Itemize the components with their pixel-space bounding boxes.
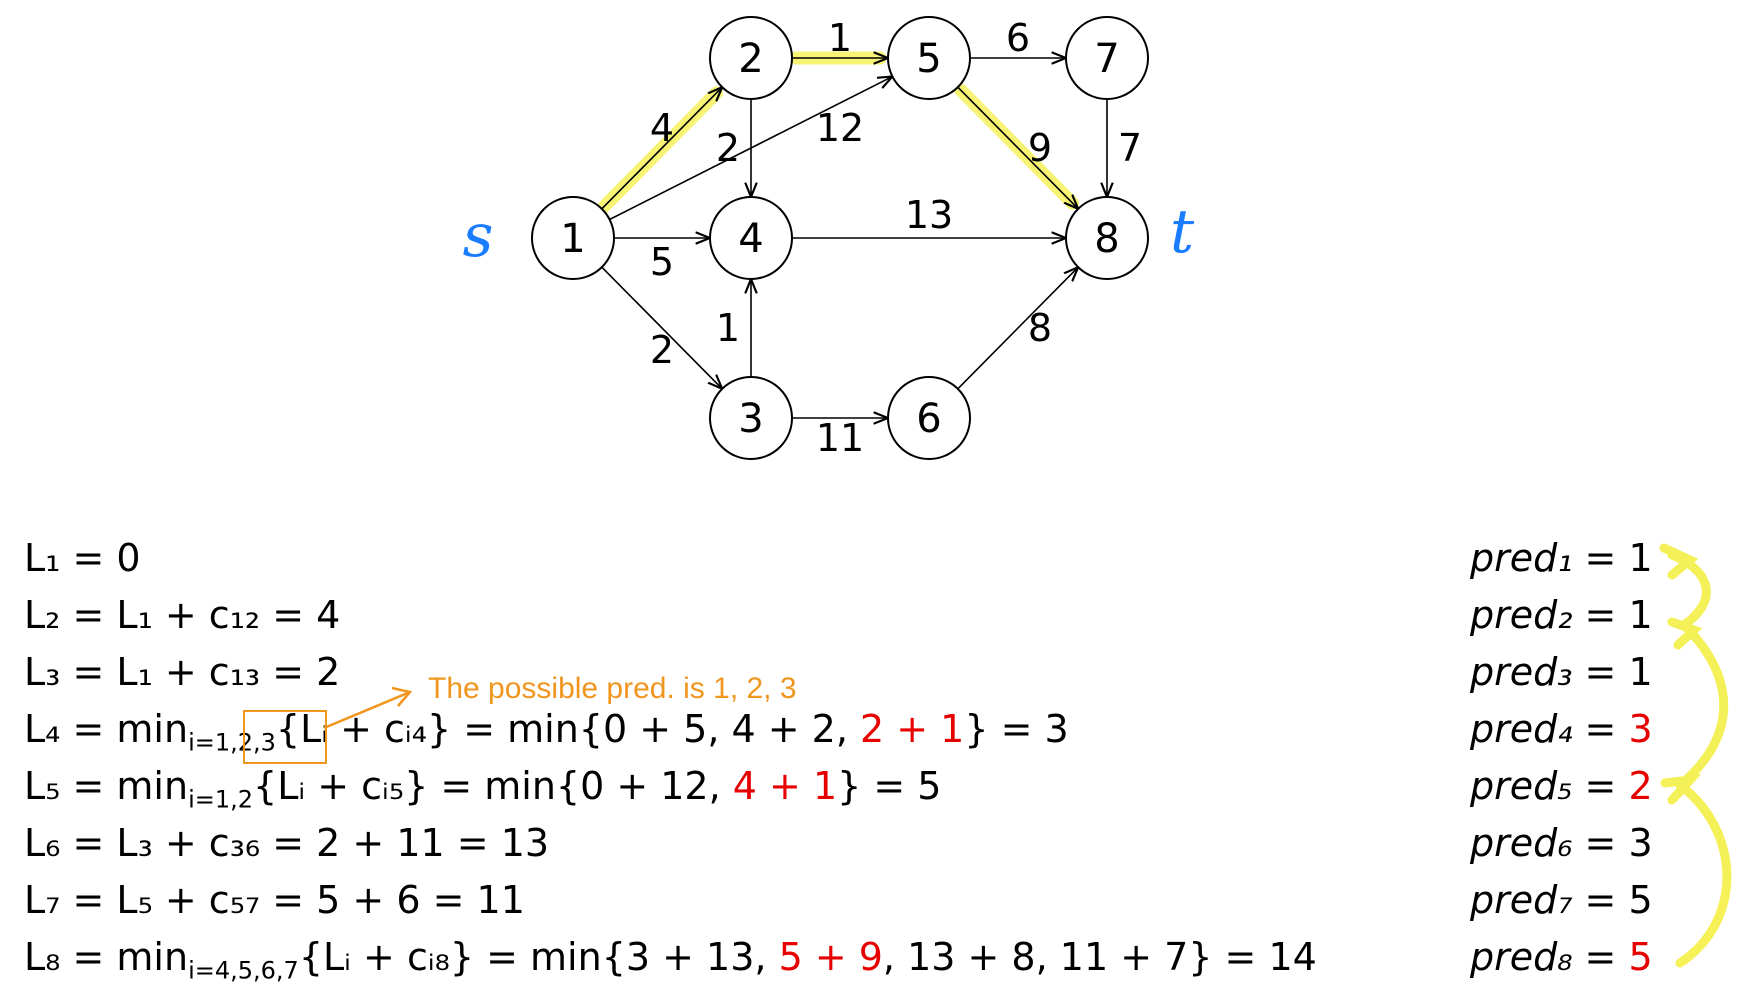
node-7 <box>1065 16 1149 100</box>
pred-label: pred₄ = <box>1470 707 1629 751</box>
pred-row-7: pred₇ = 5 <box>1470 872 1653 929</box>
annotation-note: The possible pred. is 1, 2, 3 <box>428 672 797 705</box>
equation-text: L₈ = min <box>24 935 189 979</box>
pred-value: 1 <box>1628 650 1653 694</box>
edge-weight-1-3: 2 <box>650 328 674 372</box>
pred-row-8: pred₈ = 5 <box>1470 929 1653 986</box>
equation-text: L₃ = L₁ + c₁₃ = 2 <box>24 650 341 694</box>
sink-mark: t <box>1170 197 1195 267</box>
node-1 <box>531 196 615 280</box>
equation-L3: L₃ = L₁ + c₁₃ = 2 <box>24 644 1317 701</box>
source-mark: s <box>463 201 494 271</box>
equation-L1: L₁ = 0 <box>24 530 1317 587</box>
edge-5-8 <box>957 86 1078 209</box>
pred-label: pred₈ = <box>1470 935 1629 979</box>
node-5 <box>887 16 971 100</box>
node-label-2: 2 <box>738 36 763 82</box>
equation-subscript: i=4,5,6,7 <box>188 956 299 985</box>
equation-L7: L₇ = L₅ + c₅₇ = 5 + 6 = 11 <box>24 872 1317 929</box>
edge-weight-3-4: 1 <box>716 306 740 350</box>
pred-label: pred₂ = <box>1470 593 1629 637</box>
node-6 <box>887 376 971 460</box>
pred-value: 5 <box>1628 935 1653 979</box>
pred-row-4: pred₄ = 3 <box>1470 701 1653 758</box>
node-label-3: 3 <box>738 396 763 442</box>
edge-weight-6-8: 8 <box>1028 306 1052 350</box>
pred-label: pred₇ = <box>1470 878 1629 922</box>
graph-edges <box>601 58 1107 418</box>
pred-value: 1 <box>1628 593 1653 637</box>
node-label-7: 7 <box>1094 36 1119 82</box>
equation-L8: L₈ = mini=4,5,6,7{Lᵢ + cᵢ₈} = min{3 + 13… <box>24 929 1317 986</box>
edge-6-8 <box>957 267 1078 390</box>
edge-1-2 <box>601 87 722 210</box>
equation-min-term: 4 + 1 <box>732 764 838 808</box>
annotation-box <box>243 710 327 764</box>
equation-text: {Lᵢ + cᵢ₄} = min{0 + 5, 4 + 2, <box>275 707 860 751</box>
equation-min-term: 5 + 9 <box>778 935 883 979</box>
pred-row-1: pred₁ = 1 <box>1470 530 1653 587</box>
equation-text: L₇ = L₅ + c₅₇ = 5 + 6 = 11 <box>24 878 525 922</box>
node-4 <box>709 196 793 280</box>
pred-value: 3 <box>1628 707 1653 751</box>
edge-weight-5-7: 6 <box>1006 16 1030 60</box>
node-label-8: 8 <box>1094 216 1119 262</box>
pred-row-6: pred₆ = 3 <box>1470 815 1653 872</box>
equation-L4: L₄ = mini=1,2,3{Lᵢ + cᵢ₄} = min{0 + 5, 4… <box>24 701 1317 758</box>
distance-equations: L₁ = 0 L₂ = L₁ + c₁₂ = 4 L₃ = L₁ + c₁₃ = 2… <box>24 530 1317 986</box>
edge-weight-3-6: 11 <box>816 416 864 460</box>
pred-label: pred₁ = <box>1470 536 1629 580</box>
edge-weight-4-8: 13 <box>905 193 953 237</box>
equation-subscript: i=1,2,3 <box>188 728 276 757</box>
edge-weight-5-8: 9 <box>1028 126 1052 170</box>
node-2 <box>709 16 793 100</box>
equation-text: L₂ = L₁ + c₁₂ = 4 <box>24 593 341 637</box>
equation-text: {Lᵢ + cᵢ₅} = min{0 + 12, <box>253 764 733 808</box>
edge-weight-7-8: 7 <box>1118 126 1142 170</box>
equation-text: } = 3 <box>964 707 1069 751</box>
equation-text: , 13 + 8, 11 + 7} = 14 <box>882 935 1317 979</box>
node-8 <box>1065 196 1149 280</box>
edge-1-3 <box>601 266 722 389</box>
equation-text: L₆ = L₃ + c₃₆ = 2 + 11 = 13 <box>24 821 550 865</box>
equation-min-term: 2 + 1 <box>860 707 965 751</box>
backtrack-arrows <box>1659 543 1732 968</box>
equation-text: L₅ = min <box>24 764 189 808</box>
edge-weight-2-5: 1 <box>828 16 852 60</box>
pred-row-3: pred₃ = 1 <box>1470 644 1653 701</box>
pred-value: 2 <box>1628 764 1653 808</box>
node-label-6: 6 <box>916 396 941 442</box>
equation-subscript: i=1,2 <box>188 785 254 814</box>
equation-L6: L₆ = L₃ + c₃₆ = 2 + 11 = 13 <box>24 815 1317 872</box>
equation-L2: L₂ = L₁ + c₁₂ = 4 <box>24 587 1317 644</box>
pred-label: pred₆ = <box>1470 821 1629 865</box>
node-3 <box>709 376 793 460</box>
pred-value: 1 <box>1628 536 1653 580</box>
pred-value: 3 <box>1628 821 1653 865</box>
node-label-5: 5 <box>916 36 941 82</box>
edge-weight-1-2: 4 <box>650 106 674 150</box>
equation-L5: L₅ = mini=1,2{Lᵢ + cᵢ₅} = min{0 + 12, 4 … <box>24 758 1317 815</box>
node-label-1: 1 <box>560 216 585 262</box>
equation-text: {Lᵢ + cᵢ₈} = min{3 + 13, <box>298 935 779 979</box>
edge-weight-1-4: 5 <box>650 240 674 284</box>
pred-row-2: pred₂ = 1 <box>1470 587 1653 644</box>
node-label-4: 4 <box>738 216 763 262</box>
pred-row-5: pred₅ = 2 <box>1470 758 1653 815</box>
equation-text: L₄ = min <box>24 707 189 751</box>
pred-label: pred₅ = <box>1470 764 1629 808</box>
equation-text: } = 5 <box>837 764 942 808</box>
edge-weight-2-4: 2 <box>716 126 740 170</box>
pred-value: 5 <box>1628 878 1653 922</box>
edge-weight-1-5: 12 <box>816 106 864 150</box>
pred-label: pred₃ = <box>1470 650 1629 694</box>
equation-text: L₁ = 0 <box>24 536 141 580</box>
